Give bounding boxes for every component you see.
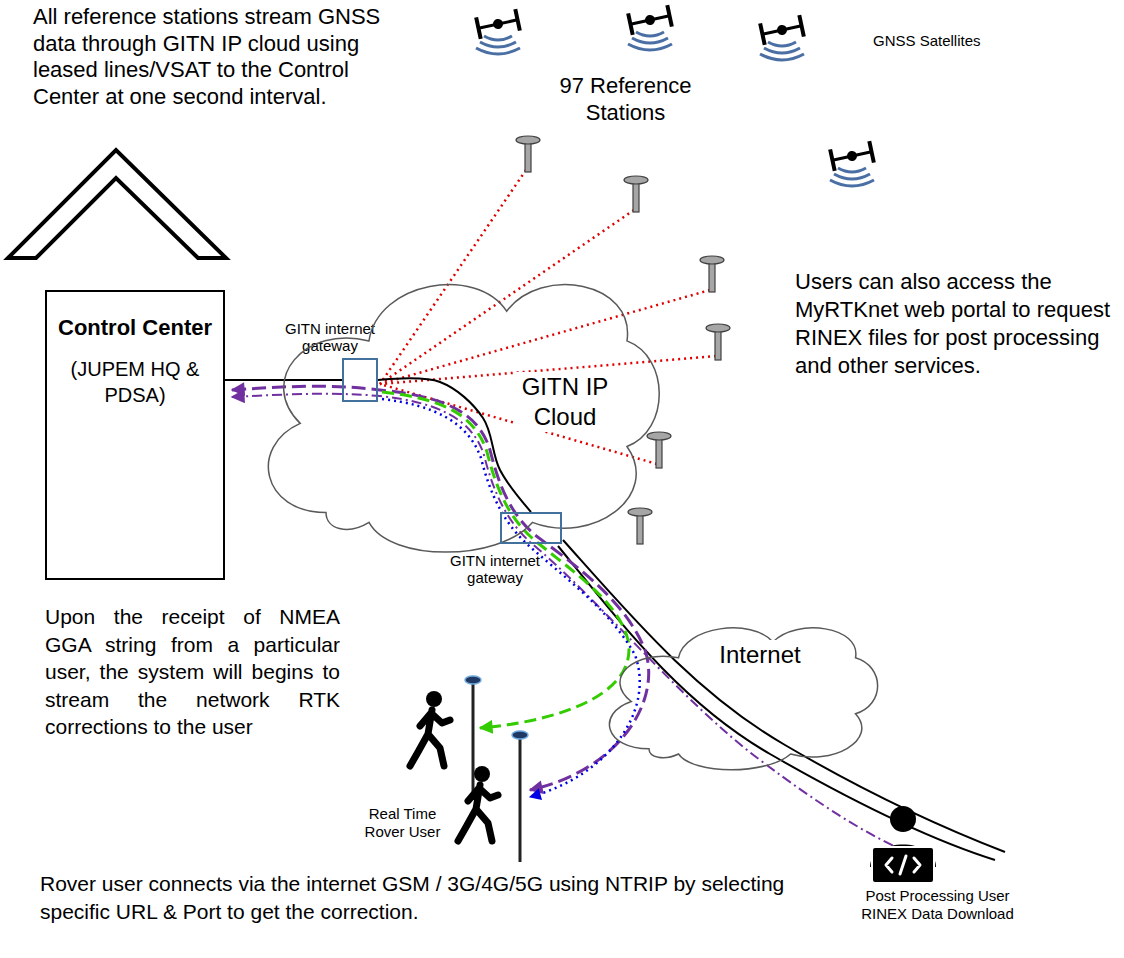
satellite-icon <box>760 15 804 60</box>
network-link <box>225 379 342 381</box>
station-link <box>380 210 634 384</box>
rtk-correction-flow <box>382 392 629 728</box>
control-center-box: Control Center (JUPEM HQ & PDSA) <box>45 290 225 580</box>
internet-cloud: Internet <box>590 600 885 775</box>
station-data-links <box>380 170 716 464</box>
satellites-label: GNSS Satellites <box>873 32 1033 50</box>
reference-antenna <box>647 432 671 468</box>
reference-antenna <box>624 176 648 212</box>
description-note: Upon the receipt of NMEA GGA string from… <box>45 603 340 741</box>
station-link <box>380 170 526 384</box>
rover-walker <box>410 691 450 766</box>
node-body: (JUPEM HQ & PDSA) <box>55 356 215 408</box>
rover-antenna <box>512 731 528 739</box>
cloud-label: Internet <box>717 640 802 670</box>
satellite-icon <box>830 141 874 186</box>
internet-gateway: GITN internet gateway <box>500 512 562 544</box>
description-note: All reference stations stream GNSS data … <box>33 4 405 110</box>
cloud-shape <box>609 628 877 770</box>
gateway-label: GITN internet gateway <box>440 552 550 586</box>
gateway-text-holder: GITN internet gateway <box>264 320 396 354</box>
download-line <box>563 540 1005 852</box>
rover-pole <box>472 682 475 800</box>
node-heading: Control Center <box>55 314 215 342</box>
cloud-text-holder: Internet <box>715 640 805 670</box>
cloud-outline <box>590 600 885 775</box>
reference-antenna <box>706 324 730 360</box>
building-roof <box>8 150 226 258</box>
gnss-satellites <box>476 5 874 186</box>
network-link <box>378 378 531 512</box>
rover-antenna <box>465 676 481 684</box>
gateway-label: GITN internet gateway <box>264 320 396 354</box>
description-note: Rover user connects via the internet GSM… <box>40 870 835 926</box>
gitn-ip-cloud: GITN IP Cloud <box>240 232 670 562</box>
cloud-shape <box>268 285 659 553</box>
cloud-text-holder: GITN IP Cloud <box>515 372 615 432</box>
stations-label: 97 Reference Stations <box>528 72 723 126</box>
rover-user-label: Real Time Rover User <box>355 805 450 841</box>
reference-antenna <box>628 508 652 544</box>
internet-gateway: GITN internet gateway <box>342 358 378 402</box>
rover-pole <box>519 737 522 862</box>
description-note: Users can also access the MyRTKnet web p… <box>795 268 1113 380</box>
cloud-label: GITN IP Cloud <box>515 372 615 432</box>
nmea-gga-flow <box>232 386 649 790</box>
station-link <box>380 290 710 384</box>
download-line <box>558 546 995 860</box>
gateway-text-holder: GITN internet gateway <box>440 552 550 586</box>
post-processing-user-icon <box>870 806 936 883</box>
reference-stations <box>516 136 730 544</box>
satellite-icon <box>628 5 672 50</box>
data-flows <box>232 386 1005 860</box>
reference-antenna <box>516 136 540 172</box>
reference-antenna <box>700 256 724 292</box>
rtk-correction-flow <box>382 399 640 797</box>
satellite-icon <box>476 9 520 54</box>
post-processing-label: Post Processing User RINEX Data Download <box>845 887 1030 923</box>
rover-walker <box>458 766 498 841</box>
